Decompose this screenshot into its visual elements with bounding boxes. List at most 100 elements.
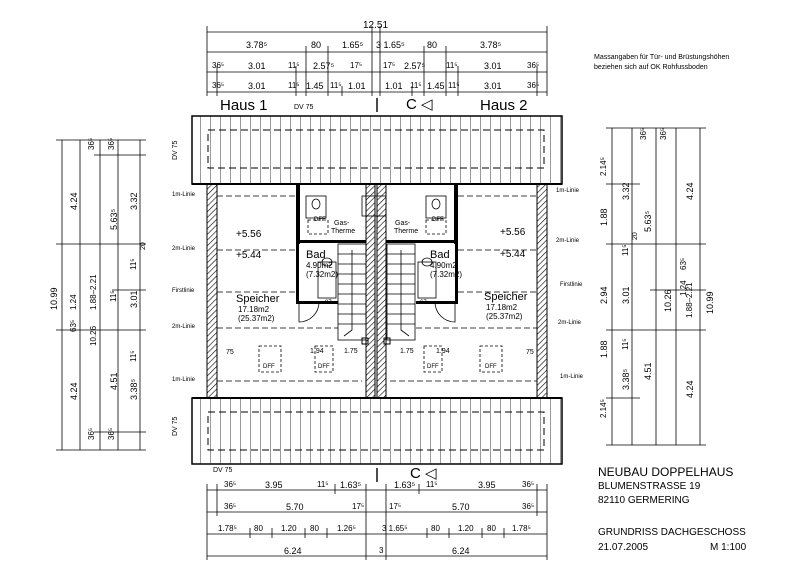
dim-right-20: 11⁵ <box>621 244 630 256</box>
dim-left-17: 20 <box>140 242 147 250</box>
sheet-scale: M 1:100 <box>710 542 747 553</box>
room-speicher-right-area2: (25.37m2) <box>486 312 523 321</box>
dim-inner-194-left: 1.94 <box>310 348 324 355</box>
dim-left-6: 3.32 <box>129 192 139 210</box>
room-speicher-left-area: 17.18m2 <box>238 305 270 314</box>
dim-top-r3-4: 1.45 <box>306 81 324 91</box>
section-marker-bottom: C ◁ <box>410 465 437 482</box>
dim-bot-r2-2: 5.70 <box>286 502 304 512</box>
stair-left <box>337 243 367 341</box>
dim-top-r2-1: 36⁵ <box>212 61 225 70</box>
height-lines <box>217 195 537 382</box>
dim-bot-r4-1: 6.24 <box>284 546 302 556</box>
dim-top-r1-2: 80 <box>311 40 322 50</box>
dim-bot-r4-2: 3 <box>379 546 384 555</box>
dim-inner-75-left: 75 <box>226 349 234 356</box>
dim-bot-r3-4: 80 <box>310 524 319 533</box>
dim-bot-r1-7: 3.95 <box>478 480 496 490</box>
line-1m-left-top: 1m-Linie <box>172 192 196 198</box>
room-speicher-left: Speicher <box>236 293 280 305</box>
dim-top-r1-4: 3 1.65⁵ <box>376 40 405 50</box>
room-speicher-right-area: 17.18m2 <box>486 303 518 312</box>
chimney-right <box>383 337 391 345</box>
dim-bot-r2-5: 5.70 <box>452 502 470 512</box>
room-speicher-right: Speicher <box>484 291 528 303</box>
dim-top-r1-5: 80 <box>427 40 438 50</box>
dim-inner-194-right: 1.94 <box>436 348 450 355</box>
dim-top-r3-7: 1.01 <box>385 81 403 91</box>
dim-right-7: 1.88 <box>599 340 609 358</box>
fixtures <box>258 195 503 373</box>
line-2m-right-bottom: 2m-Linie <box>558 320 582 326</box>
dim-inner-67-right: 67 <box>420 300 427 306</box>
dim-left-11: 63⁵ <box>69 319 78 332</box>
dim-bot-r3-6: 3 1.65⁵ <box>382 524 408 533</box>
dim-top-r3-11: 3.01 <box>484 81 502 91</box>
dff-3: DFF <box>427 364 439 370</box>
dim-left-18: 11⁵ <box>129 350 138 362</box>
dim-top-r3-9: 1.45 <box>427 81 445 91</box>
line-2m-left-bottom: 2m-Linie <box>172 324 196 330</box>
dim-left-10: 1.24 <box>69 294 78 310</box>
gas-right-1: Gas- <box>395 220 411 227</box>
dim-top-r3-8: 11⁵ <box>410 81 422 90</box>
dim-top-r2-2: 3.01 <box>248 61 266 71</box>
gas-right-2: Therme <box>394 228 419 235</box>
dim-right-18: 36⁵ <box>639 127 648 140</box>
dim-left-14: 3.01 <box>129 290 139 308</box>
dim-right-16: 1.24 <box>679 280 688 296</box>
dims-top-lines <box>206 26 548 96</box>
dim-left-9: 36⁵ <box>107 137 116 150</box>
dim-bot-r3-7: 80 <box>431 524 440 533</box>
dim-top-r2-9: 3.01 <box>484 61 502 71</box>
dim-left-3: 1.88–2.21 <box>89 274 98 310</box>
dim-bot-r1-2: 3.95 <box>265 480 283 490</box>
dim-left-1: 10.99 <box>49 287 59 310</box>
dim-top-r2-7: 2.57⁵ <box>404 61 426 71</box>
dim-left-8: 36⁵ <box>87 137 96 150</box>
sheet-title: GRUNDRISS DACHGESCHOSS <box>598 527 746 538</box>
dim-bot-r2-4: 17⁵ <box>389 502 402 511</box>
project-city: 82110 GERMERING <box>598 495 690 506</box>
line-first-left: Firstlinie <box>172 288 195 294</box>
dims-bottom-lines <box>206 484 548 560</box>
room-bad-left-area: 4.90m2 <box>306 261 333 270</box>
room-speicher-left-area2: (25.37m2) <box>238 314 275 323</box>
dim-right-4: 5.63⁵ <box>643 210 653 232</box>
dim-right-22: 20 <box>632 232 639 240</box>
dim-bot-r2-3: 17⁵ <box>352 502 365 511</box>
dim-top-r2-10: 36⁵ <box>527 61 540 70</box>
dim-top-r3-1: 36⁵ <box>212 81 225 90</box>
gas-left-2: Therme <box>331 228 356 235</box>
section-marker-top: C ◁ <box>406 96 433 113</box>
project-title: NEUBAU DOPPELHAUS <box>598 465 734 479</box>
dim-left-5: 5.63⁵ <box>109 208 119 230</box>
dim-right-11: 4.24 <box>685 182 695 200</box>
dim-top-r2-4: 2.57⁵ <box>313 61 335 71</box>
dff-2: DFF <box>318 364 330 370</box>
dim-top-r3-10: 11⁵ <box>448 81 460 90</box>
dv-bottom: DV 75 <box>213 467 233 474</box>
dim-right-17: 63⁵ <box>679 257 688 270</box>
dim-bot-r1-5: 1.63⁵ <box>394 480 416 490</box>
label-haus-2: Haus 2 <box>480 97 528 114</box>
dim-inner-175-right: 1.75 <box>400 348 414 355</box>
stair-right <box>386 243 416 341</box>
dff-5: DFF <box>314 217 326 223</box>
walls <box>206 183 548 399</box>
chimney-left <box>361 337 369 345</box>
dim-inner-75-right: 75 <box>526 349 534 356</box>
line-1m-right-top: 1m-Linie <box>556 188 580 194</box>
dim-right-2: 3.32 <box>621 182 631 200</box>
project-street: BLUMENSTRASSE 19 <box>598 481 701 492</box>
dim-top-r3-2: 3.01 <box>248 81 266 91</box>
dims-left-lines <box>56 139 146 451</box>
dim-top-r3-12: 36⁵ <box>527 81 540 90</box>
dv-left-lower: DV 75 <box>172 416 179 436</box>
dim-left-20: 36⁵ <box>107 427 116 440</box>
note-line-1: Massangaben für Tür- und Brüstungshöhen <box>594 54 730 61</box>
dff-4: DFF <box>485 364 497 370</box>
dim-top-r2-3: 11⁵ <box>288 61 300 70</box>
dim-bot-r2-1: 36⁵ <box>224 502 237 511</box>
label-haus-1: Haus 1 <box>220 97 268 114</box>
